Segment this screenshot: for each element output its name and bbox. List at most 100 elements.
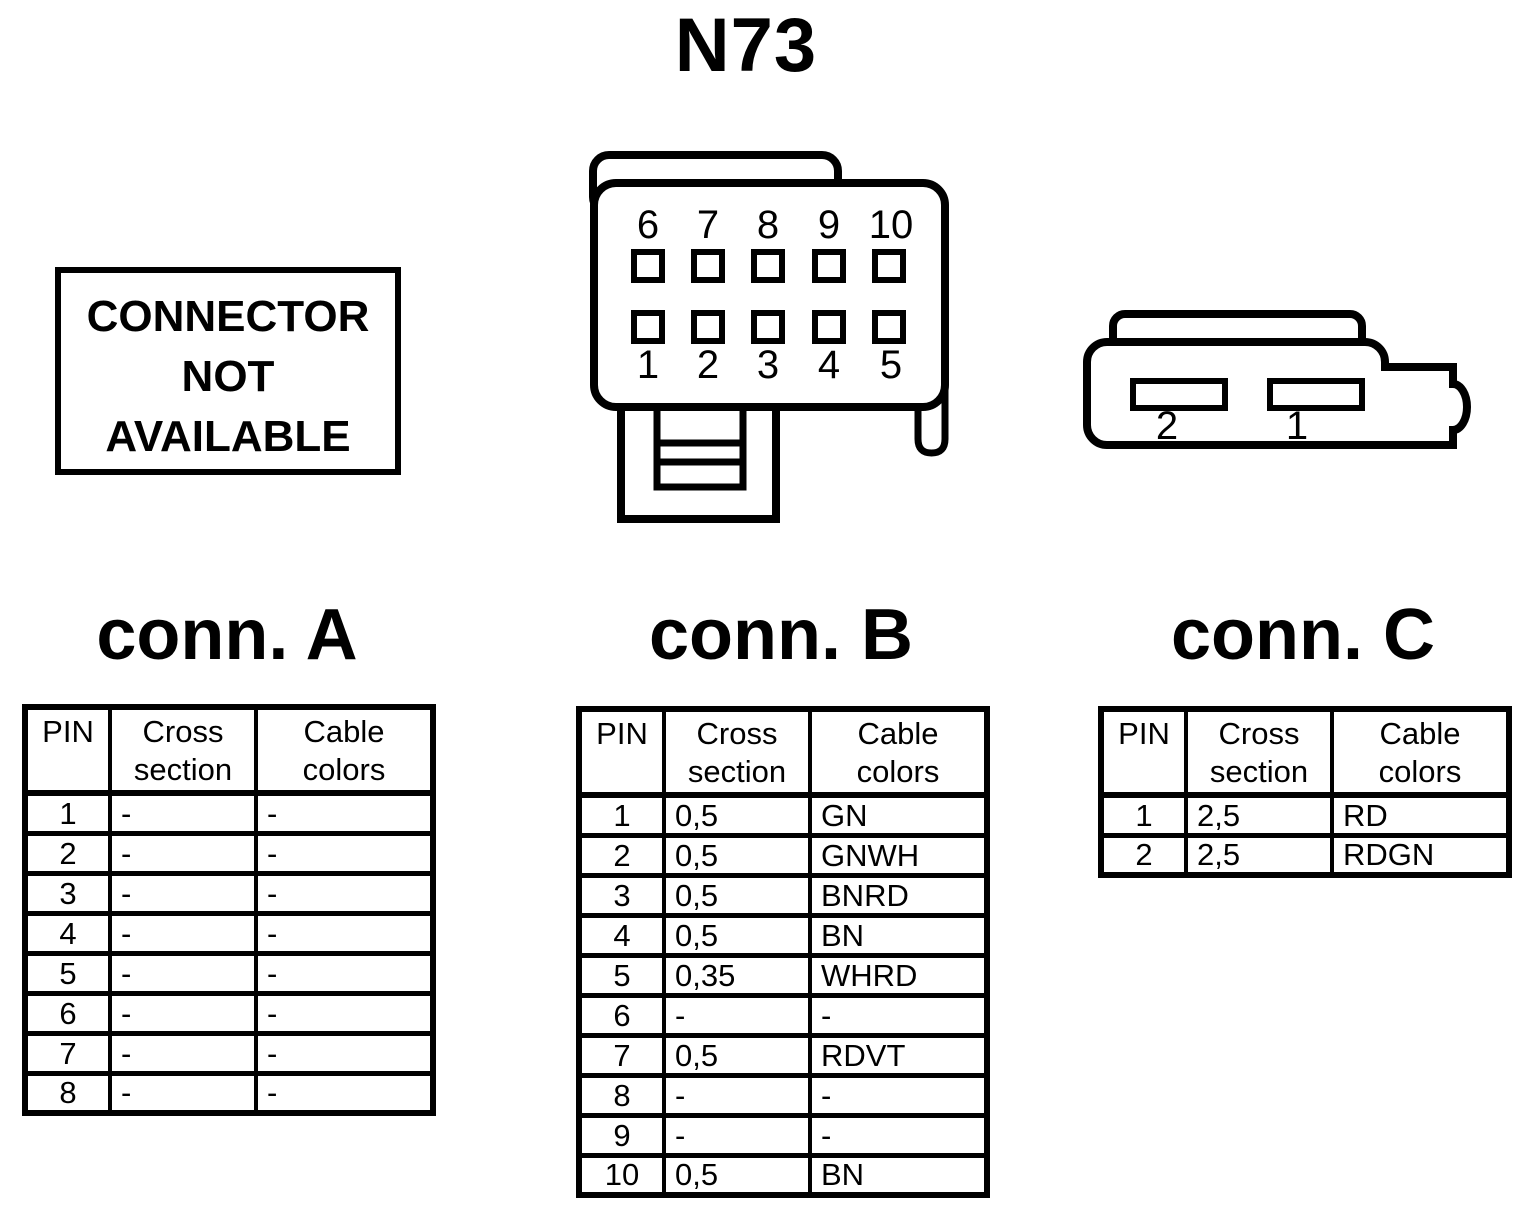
cross-section-cell: - [108,950,258,996]
table-header-row: PIN Cross section Cable colors [23,704,435,796]
pin-cavity-5 [872,310,906,344]
cross-section-header: Cross section [1184,706,1334,798]
cross-section-cell: 0,5 [662,872,812,918]
pin-number-label: 10 [869,203,914,247]
pin-number-label: 2 [697,343,719,387]
pin-cavity-2 [691,310,725,344]
pin-header: PIN [1099,706,1188,798]
cross-section-cell: - [108,1030,258,1076]
pin-number-label: 5 [880,343,902,387]
pin-number-label: 2 [1156,404,1178,448]
pin-number-label: 3 [757,343,779,387]
cross-section-cell: - [108,790,258,836]
pin-cell: 4 [23,910,112,956]
na-box-line: CONNECTOR [86,292,370,341]
table-row: 4-- [23,910,435,956]
cable-colors-cell: BN [808,912,989,958]
pin-number-label: 7 [697,203,719,247]
cross-section-header: Cross section [108,704,258,796]
cable-colors-cell: - [254,830,435,876]
cross-section-cell: - [108,990,258,1036]
cable-colors-cell: RDGN [1330,832,1511,878]
connector-b-latch-inner [653,403,747,491]
connector-b-pinout-drawing: 6 7 8 9 10 1 2 3 4 5 [589,151,949,523]
pin-cell: 8 [577,1072,666,1118]
table-row: 5-- [23,950,435,996]
cable-colors-cell: - [254,990,435,1036]
cable-colors-cell: - [254,1030,435,1076]
pin-header: PIN [577,706,666,798]
pin-number-label: 1 [637,343,659,387]
table-row: 1-- [23,790,435,836]
cable-colors-header: Cable colors [1330,706,1511,798]
pin-cavity-9 [812,249,846,283]
pin-cell: 3 [23,870,112,916]
page-title: N73 [674,3,818,88]
pin-cell: 6 [23,990,112,1036]
pin-cell: 7 [577,1032,666,1078]
table-row: 8-- [577,1072,989,1118]
na-box-line: AVAILABLE [105,412,351,461]
cable-colors-cell: RD [1330,792,1511,838]
cable-colors-cell: - [254,1070,435,1116]
pin-cell: 5 [23,950,112,996]
pin-number-label: 6 [637,203,659,247]
table-row: 3-- [23,870,435,916]
cable-colors-cell: - [808,1112,989,1158]
pin-cell: 2 [577,832,666,878]
cross-section-cell: 0,5 [662,792,812,838]
na-box-line: NOT [181,352,275,401]
cross-section-cell: 0,5 [662,912,812,958]
cable-colors-cell: - [254,790,435,836]
pin-number-label: 9 [818,203,840,247]
pin-header: PIN [23,704,112,796]
cable-colors-cell: WHRD [808,952,989,998]
cross-section-cell: - [662,1112,812,1158]
pin-cavity-7 [691,249,725,283]
cross-section-cell: - [108,870,258,916]
cross-section-header: Cross section [662,706,812,798]
cable-colors-cell: - [808,1072,989,1118]
pin-cell: 5 [577,952,666,998]
connector-c-pin1-slot [1267,378,1365,411]
table-header-row: PIN Cross section Cable colors [1099,706,1511,798]
pin-cavity-6 [631,249,665,283]
connector-c-body [1083,338,1471,449]
cable-colors-cell: BN [808,1152,989,1198]
pin-cell: 9 [577,1112,666,1158]
pin-cell: 2 [1099,832,1188,878]
table-row: 8-- [23,1070,435,1116]
cable-colors-cell: - [808,992,989,1038]
cross-section-cell: 0,5 [662,832,812,878]
conn-a-title: conn. A [96,595,358,675]
cross-section-cell: 2,5 [1184,792,1334,838]
cable-colors-cell: - [254,870,435,916]
cable-colors-cell: - [254,910,435,956]
cable-colors-header: Cable colors [254,704,435,796]
table-row: 9-- [577,1112,989,1158]
pin-number-label: 1 [1286,404,1308,448]
pin-cell: 10 [577,1152,666,1198]
cable-colors-cell: GNWH [808,832,989,878]
cross-section-cell: - [662,1072,812,1118]
cross-section-cell: - [108,910,258,956]
pin-cell: 1 [577,792,666,838]
cross-section-cell: - [108,830,258,876]
pin-cell: 7 [23,1030,112,1076]
cross-section-cell: - [108,1070,258,1116]
pin-cell: 4 [577,912,666,958]
cross-section-cell: 0,5 [662,1032,812,1078]
conn-a-table: PIN Cross section Cable colors 1-- 2-- 3… [22,704,436,1116]
table-header-row: PIN Cross section Cable colors [577,706,989,798]
table-row: 7-- [23,1030,435,1076]
